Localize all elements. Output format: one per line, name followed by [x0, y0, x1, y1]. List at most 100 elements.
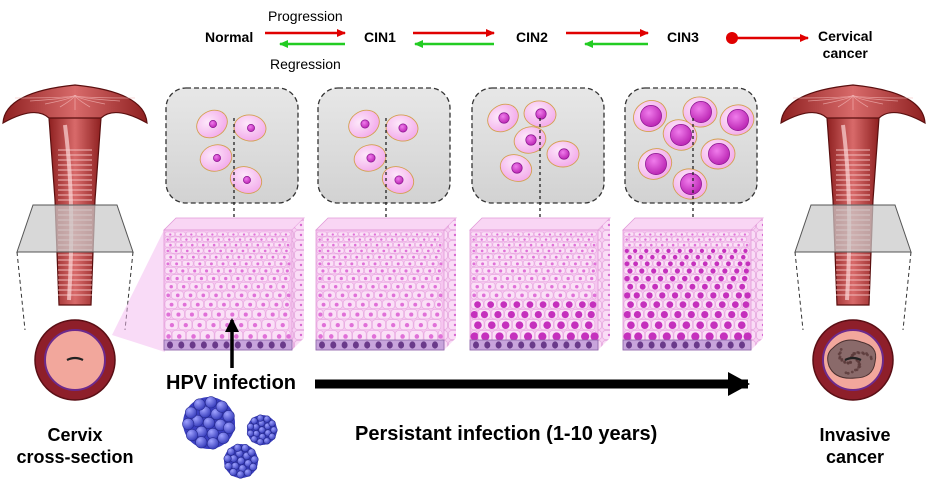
- tissue-nucleus: [228, 269, 232, 273]
- tissue-nucleus: [408, 284, 413, 289]
- tissue-nucleus: [363, 322, 368, 328]
- tissue-nucleus: [408, 262, 412, 266]
- tissue-nucleus: [593, 262, 597, 266]
- stage-label-normal: Normal: [205, 29, 254, 45]
- tissue-nucleus: [285, 249, 288, 253]
- tissue-nucleus: [733, 233, 736, 236]
- tissue-nucleus: [263, 233, 267, 236]
- basal-cell-nucleus: [739, 341, 745, 349]
- tissue-nucleus: [475, 233, 478, 236]
- tissue-nucleus: [243, 312, 248, 317]
- tissue-nucleus: [548, 310, 556, 319]
- tissue-nucleus: [194, 284, 198, 289]
- tissue-nucleus: [332, 255, 336, 259]
- tissue-nucleus: [507, 310, 515, 319]
- tissue-nucleus: [487, 321, 496, 329]
- tissue-nucleus: [347, 238, 351, 241]
- irreversible-dot: [726, 32, 738, 44]
- tissue-nucleus: [558, 293, 563, 298]
- tissue-nucleus: [706, 254, 712, 260]
- tissue-nucleus: [710, 268, 716, 274]
- tissue-nucleus: [714, 261, 720, 267]
- tissue-nucleus: [726, 261, 731, 267]
- tissue-nucleus: [557, 321, 565, 329]
- tissue-nucleus: [627, 268, 633, 274]
- basal-cell-nucleus: [212, 341, 219, 349]
- basal-cell-nucleus: [398, 341, 405, 349]
- cross-section-plane: [16, 204, 134, 253]
- tissue-nucleus: [197, 249, 200, 253]
- tissue-nucleus: [201, 293, 206, 298]
- tissue-nucleus: [555, 238, 558, 241]
- tissue-nucleus: [271, 255, 275, 259]
- tissue-nucleus: [520, 293, 524, 298]
- tissue-nucleus: [580, 249, 584, 253]
- tissue-nucleus: [695, 254, 701, 260]
- tissue-nucleus: [538, 332, 547, 341]
- tissue-nucleus: [223, 243, 227, 247]
- tissue-nucleus: [566, 332, 575, 341]
- panel-cin1: [315, 87, 457, 351]
- tissue-nucleus: [237, 255, 241, 259]
- tissue-nucleus: [387, 302, 391, 307]
- panel-cin3: [622, 87, 764, 351]
- tissue-nucleus: [278, 243, 281, 247]
- tissue-nucleus: [534, 269, 538, 273]
- capsomere: [233, 443, 242, 452]
- tissue-nucleus: [205, 334, 211, 339]
- capsomere: [250, 455, 259, 464]
- tissue-nucleus: [472, 238, 475, 241]
- tissue-nucleus: [573, 243, 577, 247]
- tissue-nucleus: [558, 249, 562, 253]
- tissue-nucleus: [671, 292, 679, 299]
- tissue-nucleus: [380, 269, 384, 273]
- tissue-nucleus: [504, 262, 508, 266]
- tissue-nucleus: [534, 238, 537, 241]
- tissue-nucleus: [470, 332, 479, 341]
- tissue-nucleus: [341, 312, 346, 317]
- tissue-nucleus: [242, 233, 246, 236]
- tissue-nucleus: [191, 255, 195, 259]
- basal-cell-nucleus: [420, 341, 427, 349]
- tissue-nucleus: [286, 293, 291, 298]
- tissue-nucleus: [405, 233, 408, 236]
- capsomere: [263, 415, 271, 423]
- cervix-cross-section-caption: Cervix cross-section: [0, 424, 150, 468]
- tumor-cell: [838, 355, 842, 359]
- tissue-nucleus: [238, 238, 242, 241]
- tissue-nucleus: [222, 302, 226, 307]
- tissue-nucleus: [252, 293, 257, 298]
- tissue-nucleus: [472, 276, 476, 281]
- tissue-nucleus: [648, 332, 657, 341]
- tissue-nucleus: [537, 284, 542, 289]
- tissue-top-face: [469, 217, 611, 231]
- tissue-nucleus: [661, 254, 667, 260]
- tissue-nucleus: [624, 292, 631, 299]
- tissue-nucleus: [388, 276, 392, 281]
- tissue-nucleus: [735, 292, 742, 299]
- tissue-nucleus: [281, 238, 285, 241]
- tissue-nucleus: [347, 302, 352, 307]
- tissue-nucleus: [428, 269, 432, 273]
- tumor-cell: [843, 360, 846, 364]
- tissue-nucleus: [328, 334, 334, 339]
- tissue-nucleus: [654, 238, 658, 241]
- tissue-nucleus: [665, 238, 669, 241]
- tissue-nucleus: [234, 243, 238, 247]
- tissue-nucleus: [373, 262, 377, 266]
- tissue-nucleus: [710, 248, 716, 254]
- tissue-nucleus: [244, 262, 248, 266]
- tissue-nucleus: [521, 310, 529, 319]
- tissue-nucleus: [634, 332, 643, 341]
- tissue-nucleus: [232, 233, 235, 236]
- tissue-nucleus: [261, 302, 266, 307]
- tissue-nucleus: [590, 332, 599, 341]
- tissue-nucleus: [360, 249, 363, 253]
- tissue-nucleus: [366, 293, 370, 298]
- tissue-nucleus: [682, 321, 691, 329]
- tissue-nucleus: [417, 293, 421, 298]
- tissue-nucleus: [662, 332, 671, 341]
- tissue-nucleus: [368, 269, 372, 273]
- tissue-nucleus: [176, 334, 182, 339]
- tissue-nucleus: [578, 276, 582, 281]
